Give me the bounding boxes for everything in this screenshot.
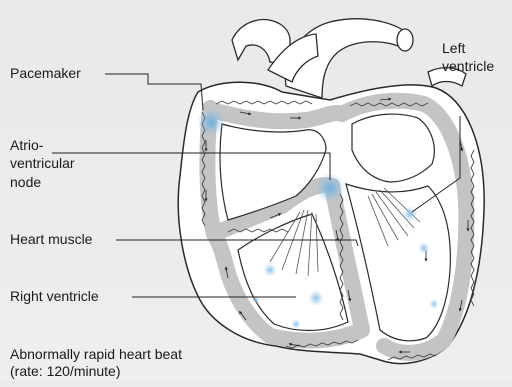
label-heart-muscle: Heart muscle (10, 231, 92, 248)
label-pacemaker: Pacemaker (10, 65, 81, 82)
sinoatrial-node-highlight (197, 108, 225, 136)
label-ventricular: ventricular (10, 155, 75, 172)
caption-line-2: (rate: 120/minute) (10, 363, 121, 380)
label-right-ventricle: Right ventricle (10, 288, 99, 305)
label-node: node (10, 174, 41, 191)
label-left: Left (442, 40, 465, 57)
label-atrio: Atrio- (10, 137, 43, 154)
caption-line-1: Abnormally rapid heart beat (10, 346, 182, 363)
label-left-ventricle: ventricle (442, 58, 494, 75)
